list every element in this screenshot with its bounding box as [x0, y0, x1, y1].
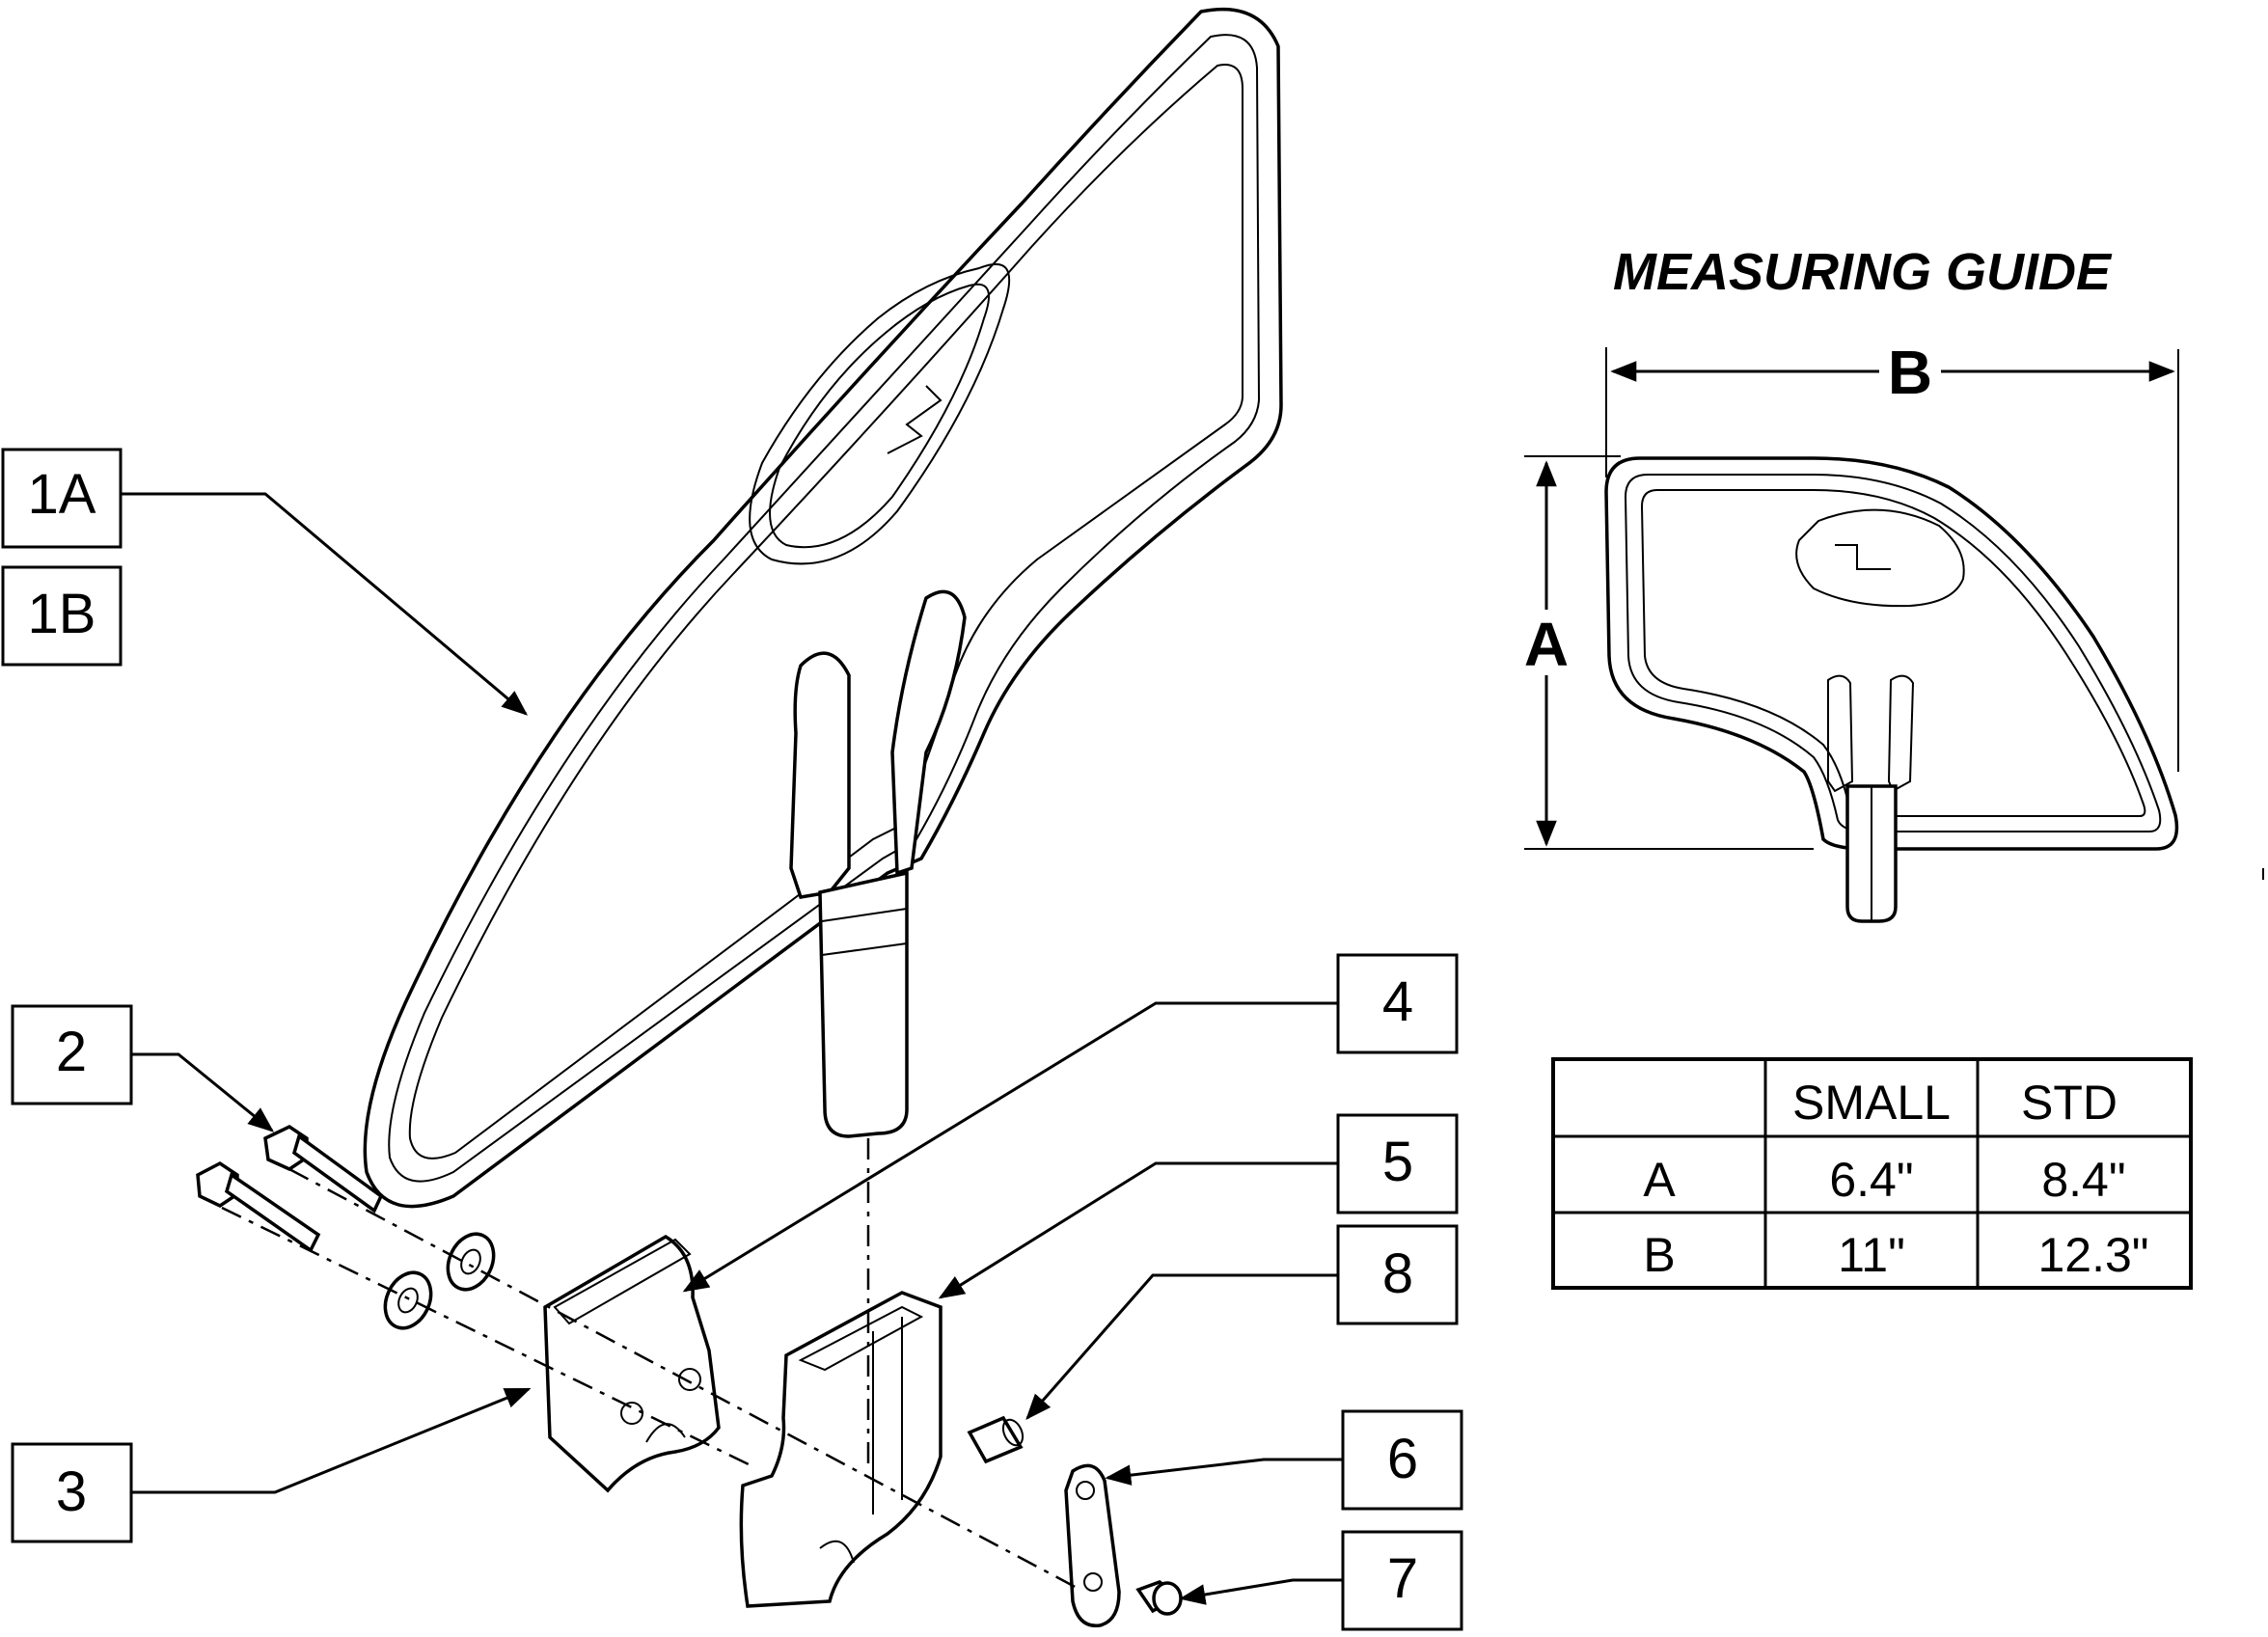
- svg-text:3: 3: [56, 1460, 87, 1523]
- clamp-plate-part: [1064, 1463, 1121, 1628]
- callout-5: 5: [1336, 1113, 1459, 1214]
- set-screw-part: [967, 1415, 1025, 1464]
- svg-text:4: 4: [1382, 970, 1413, 1033]
- assembly-center-line: [221, 1206, 753, 1468]
- table-cell: 12.3": [2037, 1228, 2148, 1282]
- dimension-a: A: [1524, 460, 1569, 847]
- screw-part: [1135, 1580, 1183, 1616]
- callout-1a: 1A: [1, 448, 123, 549]
- svg-text:8: 8: [1382, 1242, 1413, 1305]
- svg-text:A: A: [1524, 610, 1569, 679]
- svg-text:1A: 1A: [28, 463, 96, 526]
- receiver-part: [739, 1291, 943, 1608]
- table-cell: 8.4": [2041, 1153, 2125, 1207]
- arm-pad-part: [363, 7, 1283, 1209]
- leader-lines: [121, 492, 1343, 1605]
- callout-7: 7: [1341, 1530, 1463, 1631]
- svg-text:2: 2: [56, 1021, 87, 1083]
- table-header-std: STD: [2021, 1076, 2118, 1130]
- table-row-label: B: [1643, 1228, 1675, 1282]
- table-cell: 11": [1838, 1228, 1905, 1282]
- table-row-label: A: [1643, 1153, 1676, 1207]
- svg-text:B: B: [1888, 338, 1932, 407]
- callout-3: 3: [11, 1442, 133, 1543]
- svg-text:7: 7: [1387, 1547, 1418, 1610]
- callout-6: 6: [1341, 1409, 1463, 1511]
- assembly-center-line: [288, 1167, 1081, 1592]
- callout-4: 4: [1336, 953, 1459, 1054]
- washer-part: [383, 1232, 496, 1330]
- measuring-guide-title: MEASURING GUIDE: [1613, 243, 2113, 301]
- measuring-guide-figure: [1524, 347, 2179, 923]
- svg-text:1B: 1B: [28, 583, 96, 645]
- bolt-part: [196, 1124, 384, 1253]
- table-header-small: SMALL: [1792, 1076, 1951, 1130]
- callout-8: 8: [1336, 1224, 1459, 1325]
- size-table: SMALL STD A 6.4" 8.4" B 11" 12.3": [1551, 1057, 2193, 1290]
- table-cell: 6.4": [1829, 1153, 1913, 1207]
- callout-2: 2: [11, 1004, 133, 1105]
- svg-text:5: 5: [1382, 1131, 1413, 1193]
- svg-text:6: 6: [1387, 1428, 1418, 1490]
- bracket-part: [543, 1234, 721, 1493]
- callout-1b: 1B: [1, 565, 123, 667]
- dimension-b: B: [1610, 338, 2175, 407]
